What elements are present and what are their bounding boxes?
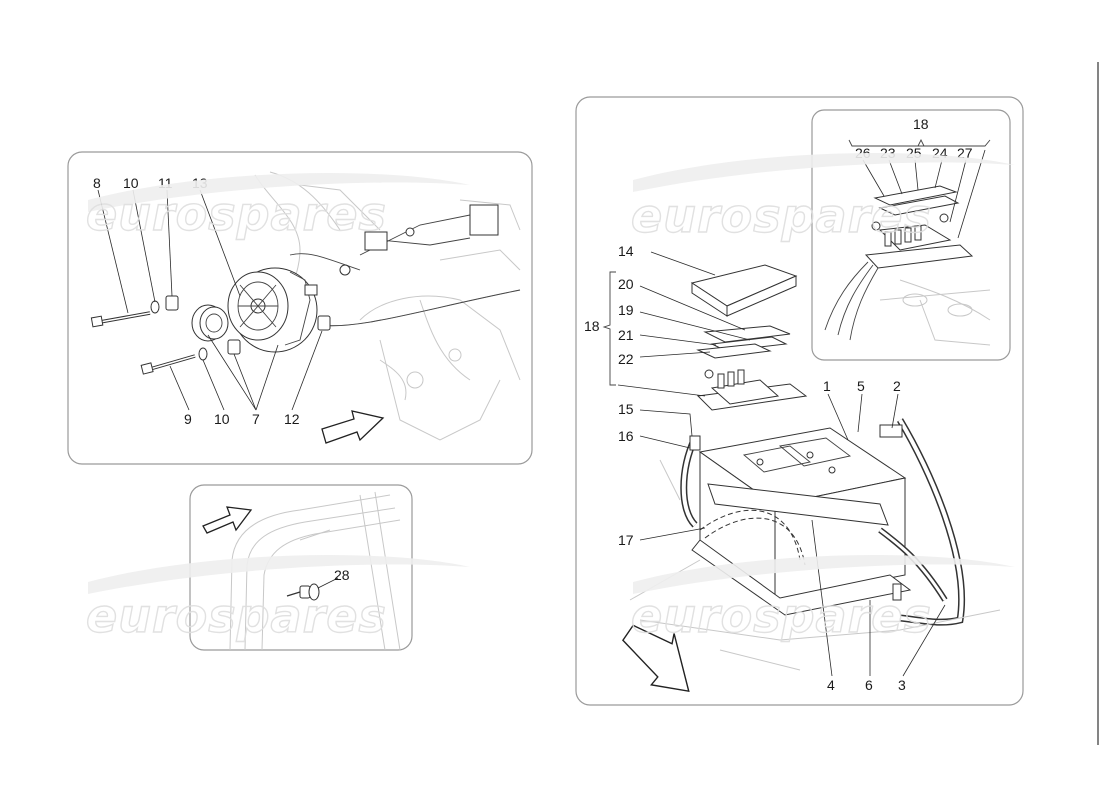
watermark-text: eurospares — [631, 189, 932, 243]
callout-label: 18 — [584, 318, 600, 334]
watermark-text: eurospares — [86, 187, 387, 241]
fuse-block — [696, 369, 808, 411]
alternator — [227, 267, 318, 353]
spacer-7a — [227, 339, 241, 355]
clamp-15 — [689, 435, 701, 451]
alternator-panel: 8 10 11 13 9 10 7 12 — [67, 151, 533, 465]
pulley — [191, 304, 229, 342]
inset-detail: 18 26 23 25 24 27 — [811, 109, 1011, 361]
battery-panel: 18 26 23 25 24 27 — [575, 96, 1024, 706]
bolt-6 — [892, 583, 902, 601]
terminal-2 — [879, 424, 903, 438]
callout-label: 28 — [334, 567, 350, 583]
clip-panel: 28 — [189, 484, 413, 651]
callout-label: 17 — [618, 532, 634, 548]
callout-label: 15 — [618, 401, 634, 417]
callout-label: 16 — [618, 428, 634, 444]
fuse-holder — [469, 204, 499, 236]
direction-arrow — [202, 506, 253, 534]
direction-arrow — [622, 624, 690, 693]
clip-28 — [286, 583, 320, 601]
callout-label: 8 — [93, 175, 101, 191]
gasket-20 — [703, 325, 791, 343]
callout-label: 18 — [913, 116, 929, 132]
callout-label: 19 — [618, 302, 634, 318]
callout-label: 10 — [123, 175, 139, 191]
watermarks: eurospares eurospares eurospares eurospa… — [85, 153, 1015, 644]
callout-label: 5 — [857, 378, 865, 394]
callout-label: 1 — [823, 378, 831, 394]
bolt-8 — [90, 311, 151, 328]
connector-block — [364, 231, 388, 251]
washer-10-top — [150, 300, 160, 314]
spacer-11 — [165, 295, 179, 311]
callout-label: 22 — [618, 351, 634, 367]
watermark-text: eurospares — [631, 589, 932, 643]
callout-label: 21 — [618, 327, 634, 343]
callout-label: 3 — [898, 677, 906, 693]
callout-label: 2 — [893, 378, 901, 394]
battery-cover-14 — [690, 264, 798, 317]
plate-22 — [696, 343, 772, 359]
callout-label: 20 — [618, 276, 634, 292]
callout-label: 9 — [184, 411, 192, 427]
watermark-text: eurospares — [86, 589, 387, 643]
callout-label: 7 — [252, 411, 260, 427]
bolt-9 — [140, 354, 196, 375]
direction-arrow — [321, 410, 385, 444]
callout-label: 10 — [214, 411, 230, 427]
callout-label: 14 — [618, 243, 634, 259]
callout-label: 6 — [865, 677, 873, 693]
nut-12 — [317, 315, 331, 331]
callout-label: 12 — [284, 411, 300, 427]
callout-label: 4 — [827, 677, 835, 693]
washer-10-bottom — [198, 347, 208, 361]
